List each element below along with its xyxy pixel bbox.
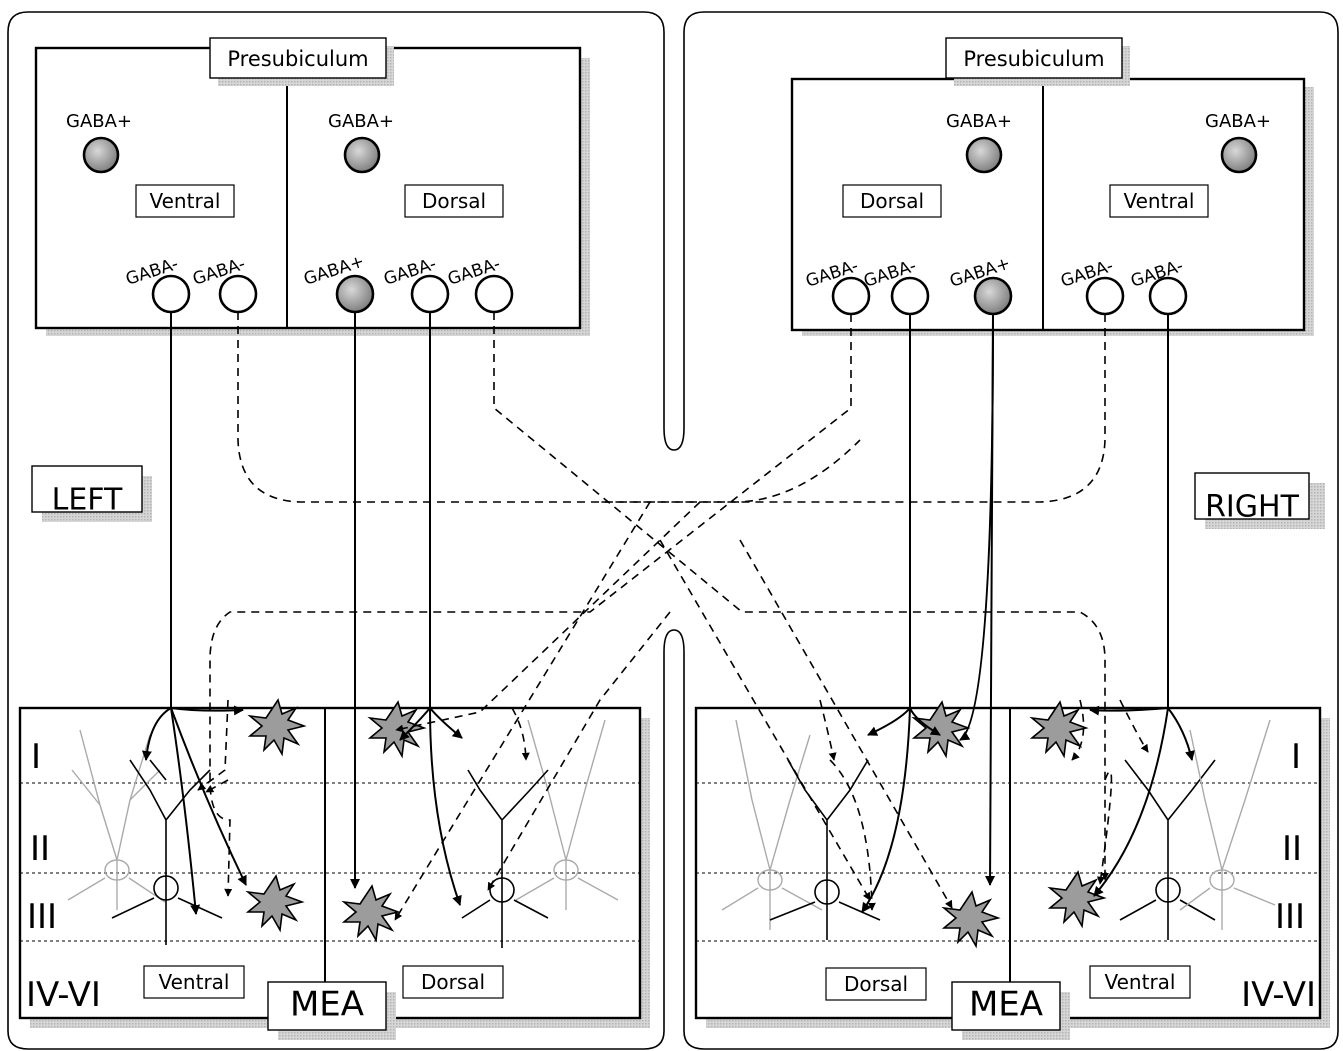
gaba-pos-label: GABA+ (946, 111, 1012, 132)
left-dorsal-label: Dorsal (422, 189, 486, 213)
left-ventral-label: Ventral (150, 189, 221, 213)
layer-i-label: I (1291, 737, 1301, 777)
layer-ii-label: II (1282, 829, 1302, 869)
right-dorsal-label: Dorsal (860, 189, 924, 213)
gaba-negative-neuron (476, 276, 512, 312)
left-mea-ventral-label-box: Ventral (144, 966, 244, 998)
right-dorsal-label-box: Dorsal (843, 185, 941, 217)
gaba-negative-neuron (1150, 278, 1186, 314)
right-presubiculum-title-box: Presubiculum (946, 38, 1130, 86)
left-mea-ventral-label: Ventral (159, 970, 230, 994)
left-mea-title-box: MEA (268, 982, 396, 1040)
left-mea-dorsal-label: Dorsal (421, 970, 485, 994)
gaba-negative-neuron (220, 276, 256, 312)
left-side-label-box: LEFT (32, 466, 152, 522)
gaba-positive-neuron (84, 138, 118, 172)
gaba-negative-neuron (1087, 278, 1123, 314)
left-mea-dorsal-label-box: Dorsal (403, 966, 503, 998)
left-mea-box (20, 708, 650, 1028)
layer-i-label: I (31, 737, 41, 777)
layer-ii-label: II (30, 829, 50, 869)
right-mea-title-box: MEA (952, 982, 1070, 1040)
gaba-positive-neuron (1222, 138, 1256, 172)
left-dorsal-label-box: Dorsal (405, 185, 503, 217)
right-ventral-label: Ventral (1124, 189, 1195, 213)
left-side-label: LEFT (52, 483, 123, 518)
left-mea-title: MEA (290, 985, 364, 1025)
left-deep-layers-label: IV-VI (26, 975, 101, 1015)
right-deep-layers-label: IV-VI (1241, 975, 1316, 1015)
right-mea-box (696, 708, 1330, 1028)
left-ventral-label-box: Ventral (136, 185, 234, 217)
right-ventral-label-box: Ventral (1110, 185, 1208, 217)
gaba-positive-neuron (337, 276, 373, 312)
gaba-positive-neuron (975, 278, 1011, 314)
layer-iii-label: III (1275, 897, 1305, 937)
gaba-positive-neuron (967, 138, 1001, 172)
gaba-pos-label: GABA+ (1205, 111, 1271, 132)
gaba-pos-label: GABA+ (328, 111, 394, 132)
right-mea-dorsal-label-box: Dorsal (826, 968, 926, 1000)
right-side-label-box: RIGHT (1195, 473, 1325, 529)
right-mea-dorsal-label: Dorsal (844, 972, 908, 996)
gaba-negative-neuron (833, 278, 869, 314)
right-mea-title: MEA (969, 985, 1043, 1025)
left-presubiculum-title: Presubiculum (227, 47, 368, 71)
right-mea-ventral-label: Ventral (1105, 970, 1176, 994)
gaba-negative-neuron (153, 276, 189, 312)
right-mea-ventral-label-box: Ventral (1090, 966, 1190, 998)
gaba-pos-label: GABA+ (66, 111, 132, 132)
left-presubiculum-title-box: Presubiculum (210, 38, 394, 86)
layer-iii-label: III (27, 897, 57, 937)
right-side-label: RIGHT (1205, 490, 1299, 525)
gaba-negative-neuron (892, 278, 928, 314)
gaba-negative-neuron (412, 276, 448, 312)
right-presubiculum-title: Presubiculum (963, 47, 1104, 71)
gaba-positive-neuron (345, 138, 379, 172)
